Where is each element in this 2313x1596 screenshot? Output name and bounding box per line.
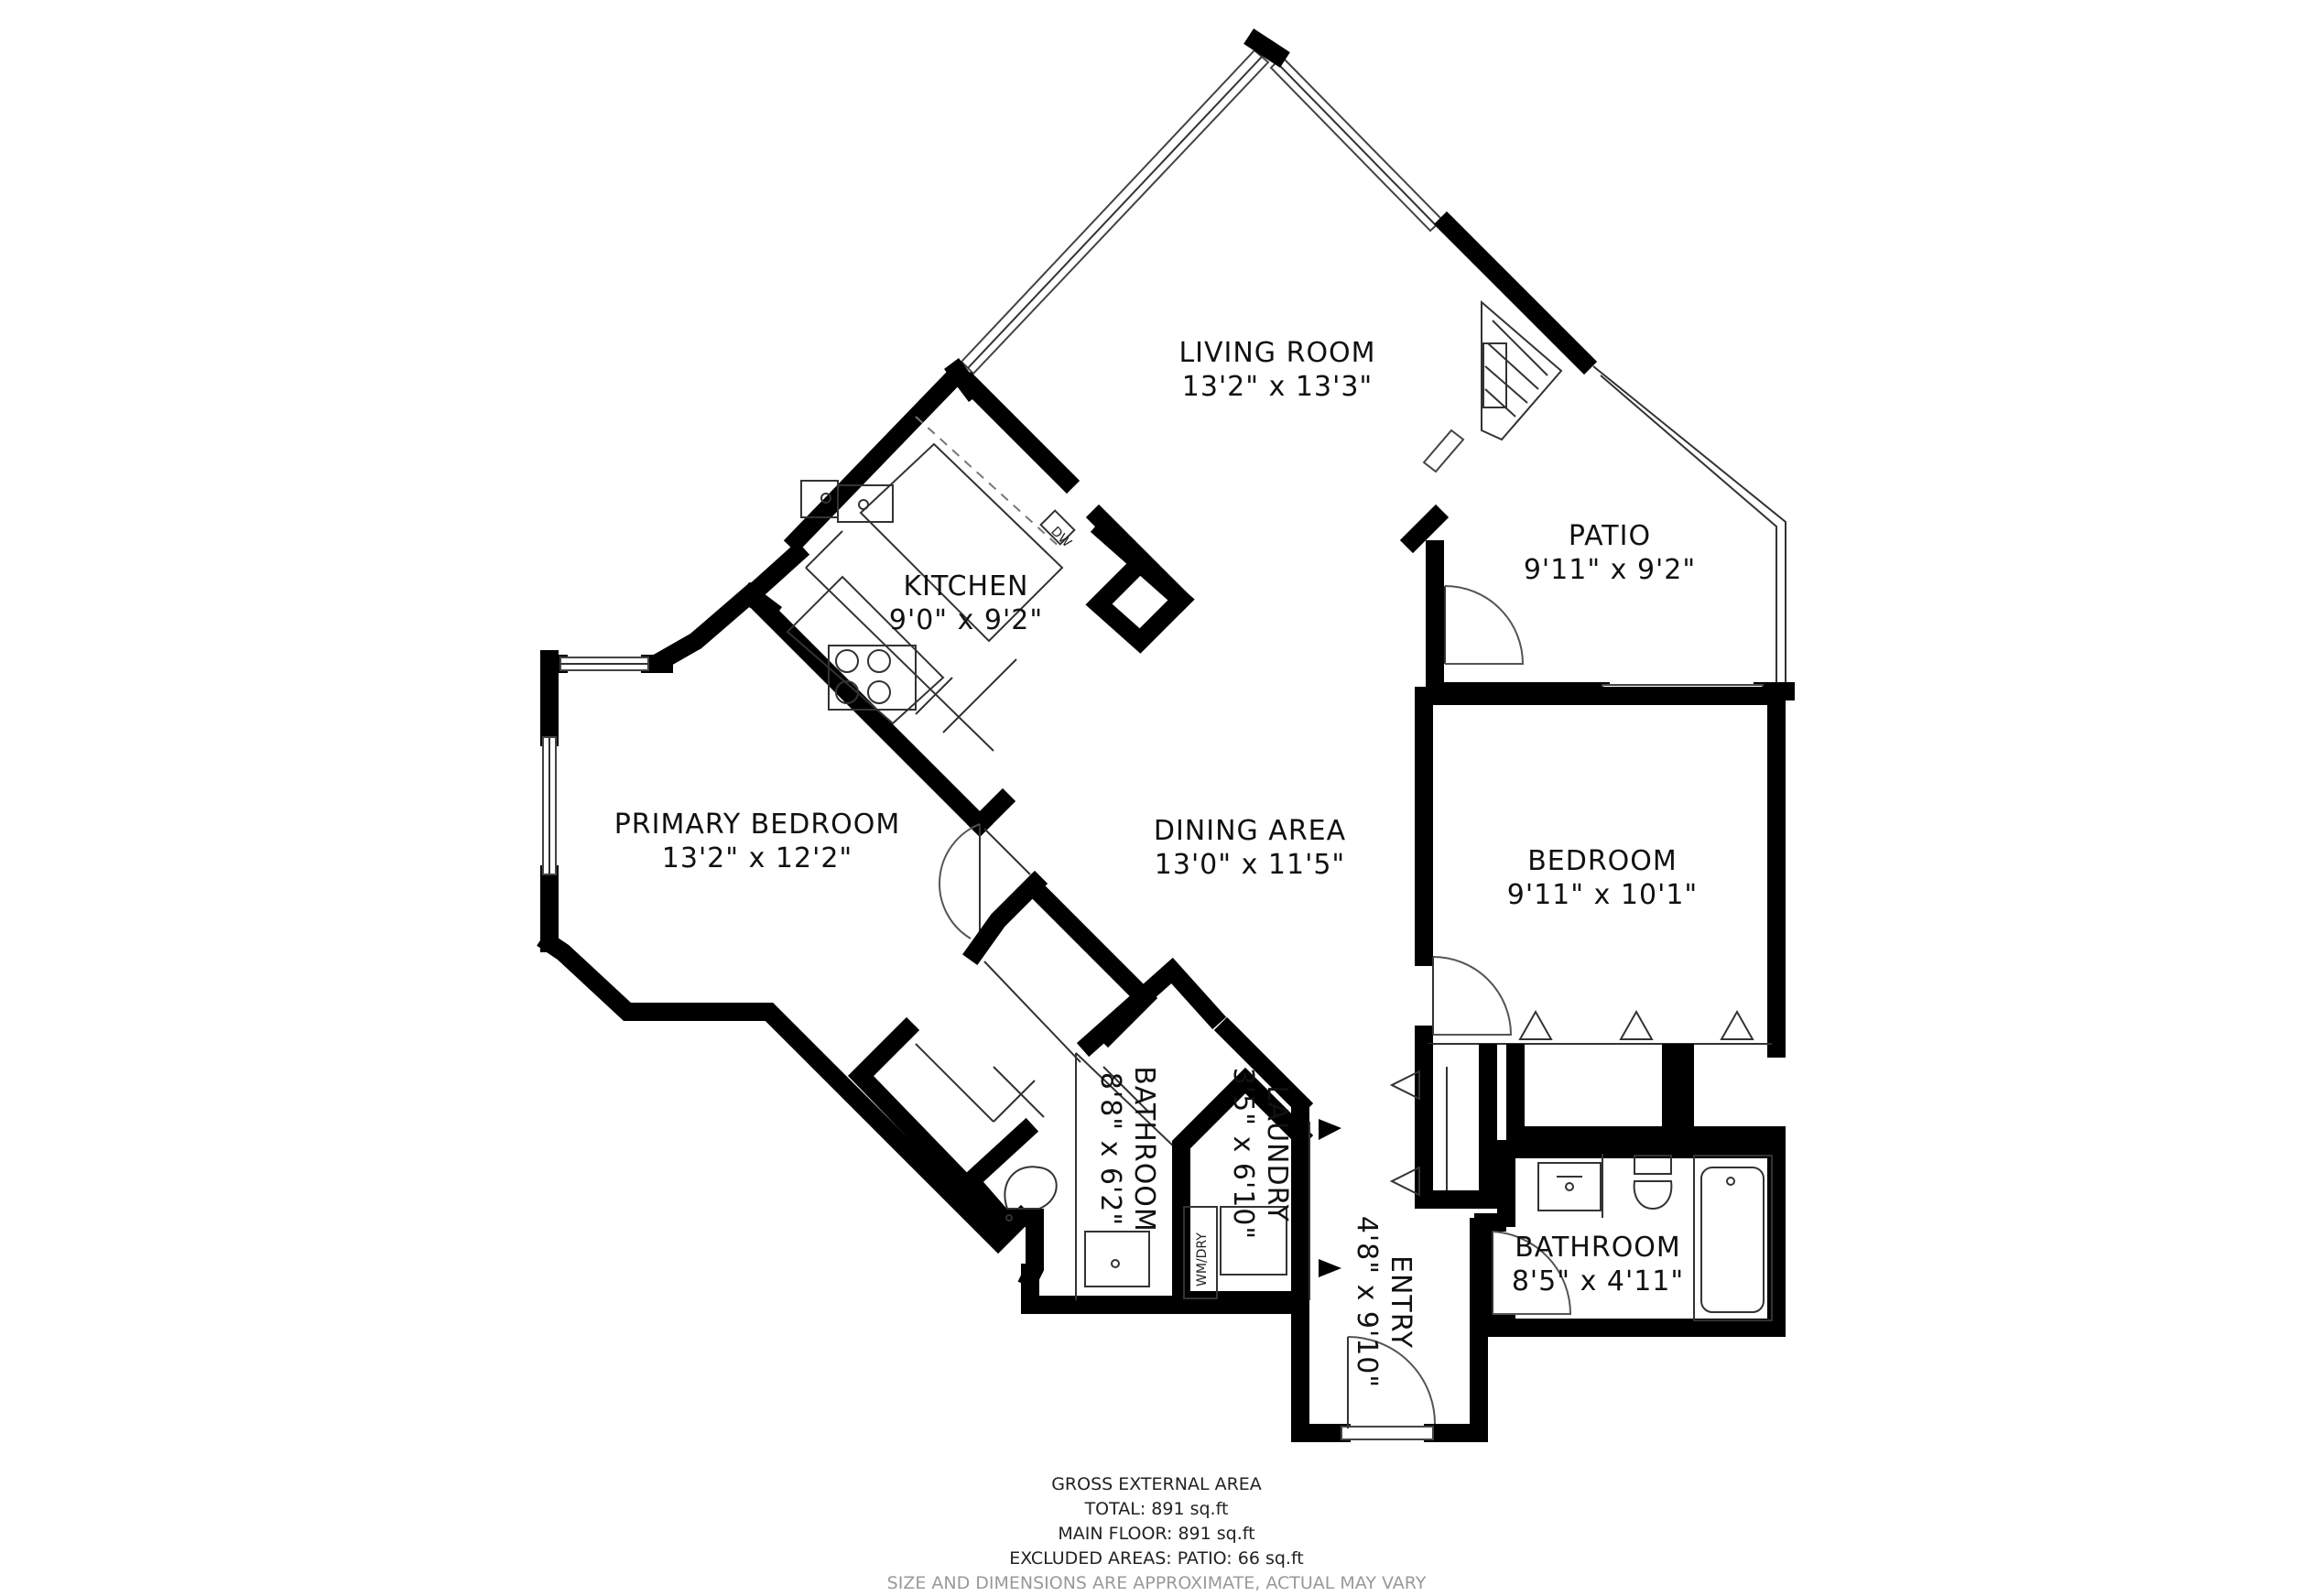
patio-door[interactable] — [1444, 585, 1525, 665]
area-main-floor: MAIN FLOOR: 891 sq.ft — [1058, 1524, 1255, 1544]
svg-text:DW: DW — [1048, 524, 1074, 550]
svg-text:PATIO: PATIO — [1569, 520, 1651, 552]
laundry-walls — [1172, 1099, 1309, 1314]
svg-text:9'11" x 10'1": 9'11" x 10'1" — [1507, 879, 1698, 911]
svg-text:3'5" x 6'10": 3'5" x 6'10" — [1227, 1068, 1259, 1240]
fireplace — [1481, 299, 1563, 441]
bedroom-door[interactable] — [1432, 956, 1513, 1036]
living-room-walls — [1243, 28, 1598, 554]
bathtub-icon — [1693, 1155, 1773, 1321]
svg-text:8'8" x 6'2": 8'8" x 6'2" — [1094, 1072, 1126, 1226]
toilet-icon — [1633, 1155, 1673, 1210]
room-label-patio: PATIO 9'11" x 9'2" — [1524, 520, 1696, 586]
room-label-bathroom-right: BATHROOM 8'5" x 4'11" — [1512, 1232, 1684, 1297]
stove-icon — [828, 645, 917, 711]
area-total: TOTAL: 891 sq.ft — [1084, 1499, 1229, 1519]
room-label-living-room: LIVING ROOM 13'2" x 13'3" — [1178, 337, 1375, 403]
primary-bedroom-walls — [537, 581, 1035, 1254]
area-disclaimer: SIZE AND DIMENSIONS ARE APPROXIMATE, ACT… — [886, 1573, 1427, 1593]
svg-text:DINING AREA: DINING AREA — [1154, 815, 1346, 847]
room-label-laundry: LAUNDRY 3'5" x 6'10" — [1227, 1068, 1293, 1240]
svg-text:BEDROOM: BEDROOM — [1527, 845, 1678, 877]
svg-text:9'0" x 9'2": 9'0" x 9'2" — [889, 604, 1043, 636]
svg-text:8'5" x 4'11": 8'5" x 4'11" — [1512, 1265, 1684, 1297]
toilet-icon — [1004, 1166, 1058, 1221]
bathroom-right-walls — [1474, 1140, 1786, 1337]
svg-text:9'11" x 9'2": 9'11" x 9'2" — [1524, 554, 1696, 586]
svg-text:ENTRY: ENTRY — [1385, 1255, 1417, 1349]
svg-text:4'8" x 9'10": 4'8" x 9'10" — [1351, 1216, 1383, 1388]
primary-bedroom-windows — [542, 657, 649, 875]
room-label-bathroom-left: BATHROOM 8'8" x 6'2" — [1094, 1066, 1160, 1232]
svg-text:WM/DRY: WM/DRY — [1195, 1232, 1210, 1287]
svg-text:LIVING ROOM: LIVING ROOM — [1178, 337, 1375, 369]
svg-text:13'2" x 13'3": 13'2" x 13'3" — [1182, 371, 1373, 403]
washer-dryer: WM/DRY — [1183, 1206, 1287, 1299]
laundry-doors[interactable] — [1309, 1119, 1341, 1300]
area-excluded: EXCLUDED AREAS: PATIO: 66 sq.ft — [1009, 1548, 1304, 1569]
kitchen-cabinets — [786, 416, 1064, 752]
bedroom-closet — [1389, 1009, 1786, 1209]
area-heading: GROSS EXTERNAL AREA — [1051, 1474, 1262, 1494]
bathroom-left-fixtures — [1004, 1052, 1178, 1300]
room-label-bedroom: BEDROOM 9'11" x 10'1" — [1507, 845, 1698, 911]
svg-text:13'0" x 11'5": 13'0" x 11'5" — [1155, 849, 1345, 881]
dishwasher: DW — [1039, 509, 1076, 550]
room-label-kitchen: KITCHEN 9'0" x 9'2" — [889, 570, 1043, 636]
entry-door[interactable] — [1341, 1336, 1436, 1440]
svg-text:LAUNDRY: LAUNDRY — [1261, 1085, 1293, 1222]
bathroom-right-door[interactable] — [1492, 1231, 1572, 1315]
sink-icon — [1084, 1231, 1150, 1287]
room-label-dining-area: DINING AREA 13'0" x 11'5" — [1154, 815, 1346, 881]
room-label-primary-bedroom: PRIMARY BEDROOM 13'2" x 12'2" — [614, 809, 901, 874]
svg-text:KITCHEN: KITCHEN — [904, 570, 1029, 603]
primary-bedroom-door[interactable] — [939, 823, 1031, 943]
bathroom-right-fixtures — [1492, 1154, 1773, 1321]
svg-text:BATHROOM: BATHROOM — [1128, 1066, 1160, 1232]
sink-icon — [1537, 1162, 1602, 1211]
svg-text:BATHROOM: BATHROOM — [1515, 1232, 1681, 1264]
area-summary: GROSS EXTERNAL AREA TOTAL: 891 sq.ft MAI… — [0, 1472, 2313, 1596]
svg-text:13'2" x 12'2": 13'2" x 12'2" — [662, 842, 852, 874]
living-room-windows — [960, 49, 1465, 473]
svg-text:PRIMARY BEDROOM: PRIMARY BEDROOM — [614, 809, 901, 841]
room-label-entry: ENTRY 4'8" x 9'10" — [1351, 1216, 1417, 1388]
